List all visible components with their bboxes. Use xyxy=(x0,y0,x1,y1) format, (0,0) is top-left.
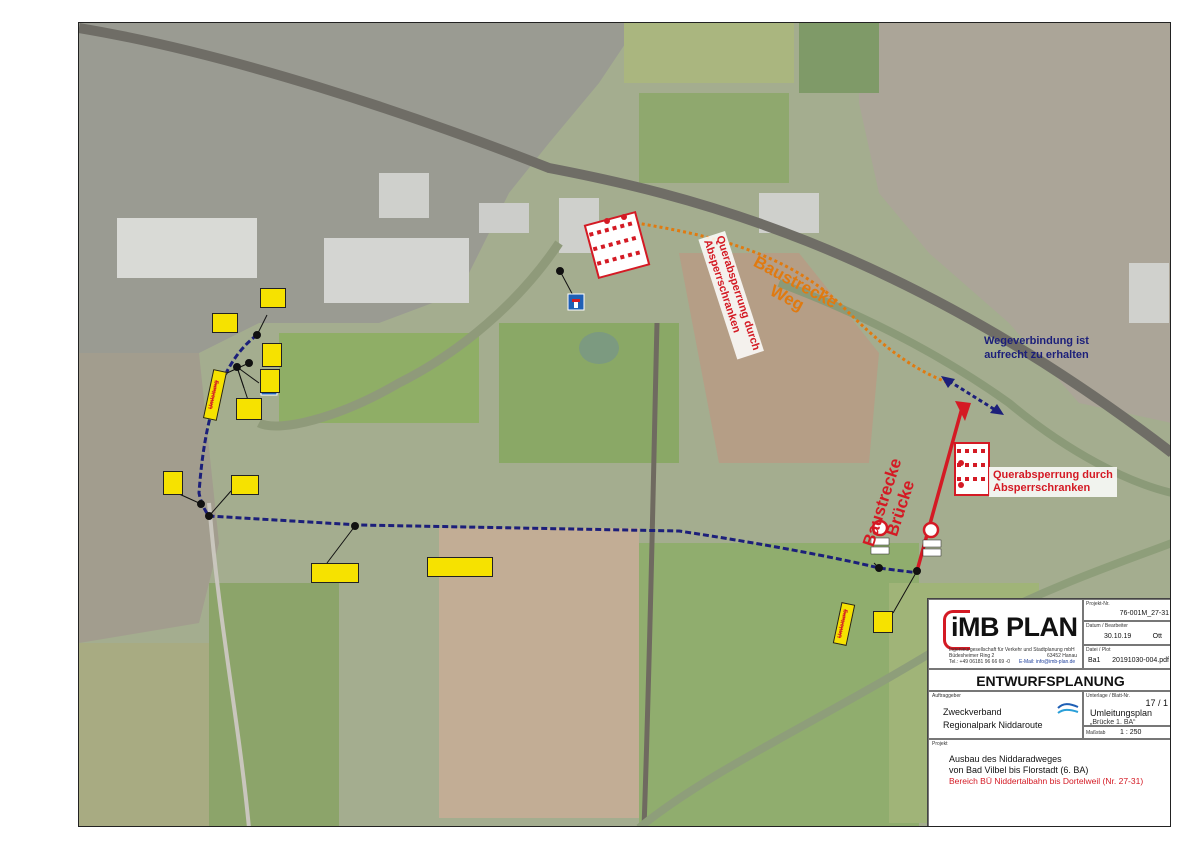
construction-path-weg xyxy=(623,219,950,385)
no-entry-sign-2 xyxy=(922,521,942,557)
projekt-line3: Bereich BÜ Niddertalbahn bis Dortelweil … xyxy=(949,776,1144,786)
dead-end-sign-north xyxy=(567,293,585,311)
blatt-cell: Unterlage / Blatt-Nr. 17 / 1 Umleitungsp… xyxy=(1083,691,1170,726)
auftraggeber-label: Auftraggeber xyxy=(932,693,961,699)
meadow xyxy=(279,333,479,423)
projekt-nr-cell: Projekt-Nr. 76-001M_27-31 xyxy=(1083,599,1170,621)
regionalpark-logo-icon xyxy=(1057,703,1079,714)
bike-detour-sign-pair xyxy=(311,563,359,583)
bike-detour-sign xyxy=(212,313,238,333)
address-street: Büdesheimer Ring 2 xyxy=(949,653,995,659)
datum: 30.10.19 xyxy=(1104,633,1132,640)
address-city: 63452 Hanau xyxy=(1047,653,1078,659)
heading: ENTWURFSPLANUNG xyxy=(976,673,1125,689)
building xyxy=(324,238,469,303)
building xyxy=(479,203,529,233)
railway xyxy=(79,23,1170,457)
road xyxy=(207,502,251,826)
bike-detour-sign xyxy=(231,475,259,495)
unterlage-label: Unterlage / Blatt-Nr. xyxy=(1086,693,1130,699)
phone: Tel.: +49 06181 96 66 69 -0 xyxy=(949,659,1011,665)
projekt-line2: von Bad Vilbel bis Florstadt (6. BA) xyxy=(949,765,1089,775)
river-nidda xyxy=(256,240,563,431)
pond xyxy=(579,332,619,364)
building xyxy=(379,173,429,218)
bike-detour-sign-triple xyxy=(427,557,493,577)
company-block: iMB PLAN Ingenieurgesellschaft für Verke… xyxy=(928,599,1083,669)
field-farwest xyxy=(79,643,209,826)
label-querabsperrung-east: Querabsperrung durch Absperrschranken xyxy=(989,467,1117,497)
bike-detour-sign xyxy=(260,369,280,393)
arrow-head-right xyxy=(990,404,1004,415)
bridge-end-marker xyxy=(955,401,971,421)
plan-subtitle: „Brücke 1. BA“ xyxy=(1090,719,1136,726)
label-wegeverbindung-line1: Wegeverbindung ist xyxy=(984,335,1089,347)
blatt-nr: 17 / 1 xyxy=(1145,698,1168,708)
bearbeiter: Ott xyxy=(1152,633,1162,640)
field-southwest xyxy=(209,583,339,826)
massstab: 1 : 250 xyxy=(1120,729,1142,736)
datei-ba: Ba1 xyxy=(1088,657,1101,664)
massstab-label: Maßstab xyxy=(1086,730,1106,736)
field xyxy=(624,23,794,83)
title-block: iMB PLAN Ingenieurgesellschaft für Verke… xyxy=(927,598,1170,826)
bike-detour-sign xyxy=(262,343,282,367)
auftraggeber-line2: Regionalpark Niddaroute xyxy=(943,720,1043,730)
auftraggeber-cell: Auftraggeber Zweckverband Regionalpark N… xyxy=(928,691,1083,739)
building xyxy=(1129,263,1169,323)
building xyxy=(117,218,257,278)
bike-detour-sign xyxy=(163,471,183,495)
datei-label: Datei / Plot xyxy=(1086,647,1111,653)
massstab-cell: Maßstab 1 : 250 xyxy=(1083,726,1170,739)
company-logo-mark xyxy=(943,610,970,650)
company-sub: Ingenieurgesellschaft für Verkehr und St… xyxy=(949,647,1075,653)
label-querabsperrung-east-line1: Querabsperrung durch xyxy=(993,469,1113,481)
datum-cell: Datum / Bearbeiter 30.10.19 Ott xyxy=(1083,621,1170,645)
label-wegeverbindung-line2: aufrecht zu erhalten xyxy=(984,349,1089,361)
bike-detour-sign xyxy=(873,611,893,633)
auftraggeber-line1: Zweckverband xyxy=(943,707,1002,717)
field xyxy=(639,93,789,183)
river-nidda-east xyxy=(777,279,1170,497)
barrier-east xyxy=(954,442,990,496)
no-entry-sign-1 xyxy=(870,519,890,555)
projekt-cell: Projekt Ausbau des Niddaradweges von Bad… xyxy=(928,739,1170,826)
barrier-north xyxy=(583,210,651,280)
arrow-head-left xyxy=(941,376,955,388)
bike-detour-sign xyxy=(236,398,262,420)
label-wegeverbindung: Wegeverbindung ist aufrecht zu erhalten xyxy=(984,334,1089,362)
email: E-Mail: info@imb-plan.de xyxy=(1019,659,1076,665)
plan-sheet: Umleitung Umleitung Baustrecke Weg Baust… xyxy=(78,22,1171,827)
urban-area-northeast xyxy=(859,23,1170,423)
projekt-line1: Ausbau des Niddaradweges xyxy=(949,754,1062,764)
residential-southwest xyxy=(79,353,219,643)
projekt-label: Projekt xyxy=(932,741,948,747)
projekt-nr: 76-001M_27-31 xyxy=(1119,610,1169,617)
wegeverbindung-arrow xyxy=(948,379,998,413)
field xyxy=(799,23,879,93)
label-querabsperrung-east-line2: Absperrschranken xyxy=(993,482,1091,494)
company-name: iMB PLAN xyxy=(951,612,1078,642)
bike-detour-sign-arrow xyxy=(260,288,286,308)
projekt-nr-label: Projekt-Nr. xyxy=(1086,601,1110,607)
railway-niddertalbahn xyxy=(641,322,660,826)
datei-cell: Datei / Plot Ba1 20191030-004.pdf xyxy=(1083,645,1170,669)
datei-pdf: 20191030-004.pdf xyxy=(1112,657,1169,664)
plan-title: Umleitungsplan xyxy=(1090,708,1153,718)
heading-cell: ENTWURFSPLANUNG xyxy=(928,669,1170,691)
datum-label: Datum / Bearbeiter xyxy=(1086,623,1128,629)
